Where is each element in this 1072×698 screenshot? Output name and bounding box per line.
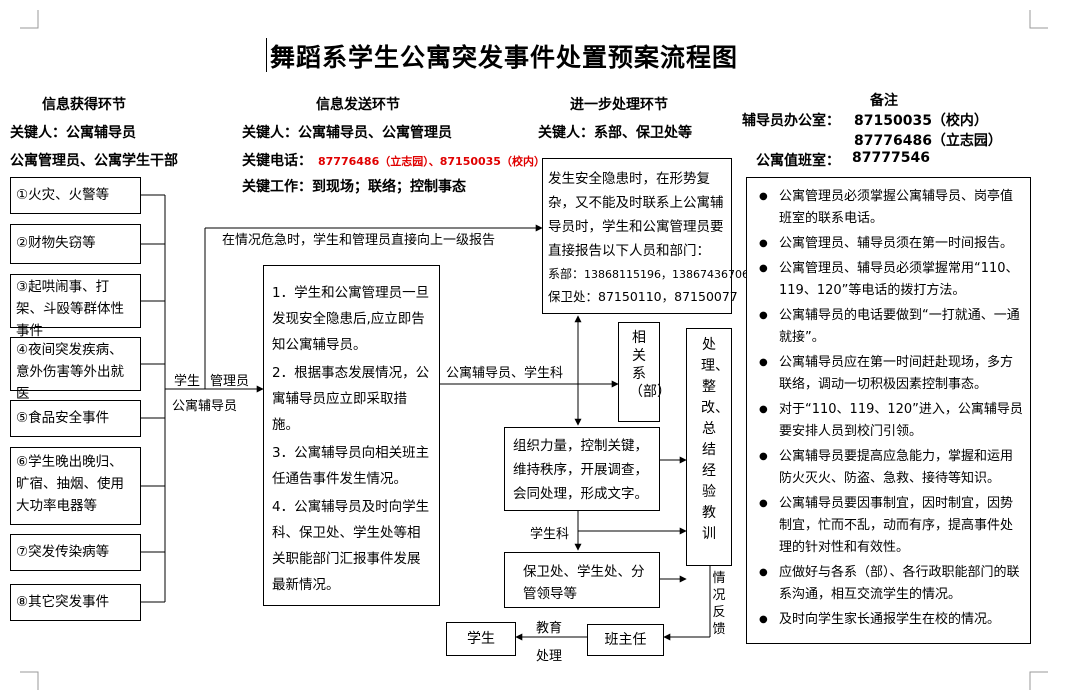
- office-phone-1: 87150035（校内）: [854, 113, 988, 129]
- flow-label-manager: 管理员: [210, 374, 250, 389]
- page-title: 舞蹈系学生公寓突发事件处置预案流程图: [270, 43, 739, 72]
- note-item: 公寓辅导员要提高应急能力，掌握和运用防火灭火、防盗、急救、接待等知识。: [753, 446, 1024, 490]
- organize-text: 组织力量，控制关键，维持秩序，开展调查，会同处理，形成文字。: [513, 438, 648, 502]
- procedure-step-1: 1．学生和公寓管理员一旦发现安全隐患后,应立即告知公寓辅导员。: [272, 285, 430, 353]
- event-box-1: ①火灾、火警等: [10, 177, 141, 214]
- note-item: 对于“110、119、120”进入，公寓辅导员要安排人员到校门引领。: [753, 399, 1024, 443]
- note-item: 公寓管理员必须掌握公寓辅导员、岗亭值班室的联系电话。: [753, 186, 1024, 230]
- event-box-2: ②财物失窃等: [10, 224, 141, 264]
- education-label: 教育: [536, 621, 563, 636]
- notes-box: 公寓管理员必须掌握公寓辅导员、岗亭值班室的联系电话。公寓管理员、辅导员须在第一时…: [746, 177, 1031, 644]
- head-teacher-text: 班主任: [604, 632, 647, 648]
- note-item: 公寓辅导员应在第一时间赶赴现场，多方联络，调动一切积极因素控制事态。: [753, 352, 1024, 396]
- col1-key-person-line2: 公寓管理员、公寓学生干部: [10, 153, 178, 169]
- treatment-label: 处理: [536, 649, 563, 664]
- col2-header: 信息发送环节: [316, 97, 400, 113]
- col2-key-phone-label: 关键电话：: [242, 153, 312, 169]
- student-section-label: 学生科: [530, 527, 570, 542]
- report-box: 发生安全隐患时，在形势复杂，又不能及时联系上公寓辅导员时，学生和公寓管理员要直接…: [542, 158, 749, 314]
- procedure-step-3: 3．公寓辅导员向相关班主任通告事件发生情况。: [272, 445, 430, 487]
- col4-header: 备注: [870, 93, 898, 109]
- event-box-4: ④夜间突发疾病、意外伤害等外出就医: [10, 337, 141, 402]
- security-phones: 87150110，87150077: [598, 289, 738, 304]
- crop-mark-top-right: [1029, 10, 1048, 29]
- event-box-6: ⑥学生晚出晚归、旷宿、抽烟、使用大功率电器等: [10, 447, 141, 525]
- related-dept-text: 相关系（部）: [629, 330, 671, 400]
- related-dept-box: 相关系（部）: [618, 322, 671, 422]
- col2-key-work: 关键工作：到现场；联络；控制事态: [242, 179, 466, 195]
- head-teacher-box: 班主任: [587, 624, 664, 656]
- note-item: 公寓管理员、辅导员须在第一时间报告。: [753, 233, 1024, 255]
- handle-text: 处理、整改、总结经验教训: [701, 337, 729, 542]
- office-phone-2: 87776486（立志园）: [854, 133, 1002, 149]
- event-box-8: ⑧其它突发事件: [10, 584, 141, 621]
- crop-mark-bottom-left: [20, 671, 39, 690]
- dept-label: 系部：: [548, 267, 585, 281]
- organize-box: 组织力量，控制关键，维持秩序，开展调查，会同处理，形成文字。: [504, 427, 660, 511]
- col1-header: 信息获得环节: [42, 97, 126, 113]
- duty-label: 公寓值班室：: [756, 153, 840, 169]
- note-item: 公寓辅导员的电话要做到“一打就通、一通就接”。: [753, 305, 1024, 349]
- note-item: 公寓管理员、辅导员必须掌握常用“110、119、120”等电话的拨打方法。: [753, 258, 1024, 302]
- note-item: 公寓辅导员要因事制宜，因时制宜，因势制宜，忙而不乱，动而有序，提高事件处理的针对…: [753, 493, 1024, 559]
- urgent-note: 在情况危急时，学生和管理员直接向上一级报告: [222, 233, 496, 248]
- office-label: 辅导员办公室：: [742, 113, 840, 129]
- feedback-label: 情况反馈: [712, 571, 726, 637]
- flow-label-counselor: 公寓辅导员: [172, 399, 238, 414]
- security-label: 保卫处：: [548, 289, 599, 304]
- note-item: 应做好与各系（部）、各行政职能部门的联系沟通，相互交流学生的情况。: [753, 562, 1024, 606]
- procedure-box: 1．学生和公寓管理员一旦发现安全隐患后,应立即告知公寓辅导员。 2．根据事态发展…: [263, 265, 440, 606]
- handle-box: 处理、整改、总结经验教训: [686, 328, 732, 566]
- procedure-step-2: 2．根据事态发展情况，公寓辅导员应立即采取措施。: [272, 365, 430, 433]
- student-text: 学生: [467, 631, 495, 647]
- crop-mark-bottom-right: [1029, 671, 1048, 690]
- report-text: 发生安全隐患时，在形势复杂，又不能及时联系上公寓辅导员时，学生和公寓管理员要直接…: [548, 171, 724, 259]
- col2-key-phone-value: 87776486（立志园）、87150035（校内）: [318, 155, 545, 168]
- event-box-7: ⑦突发传染病等: [10, 534, 141, 571]
- col3-header: 进一步处理环节: [570, 97, 668, 113]
- event-box-5: ⑤食品安全事件: [10, 400, 141, 437]
- flow-label-student: 学生: [174, 374, 201, 389]
- col1-key-person: 关键人：公寓辅导员: [10, 125, 136, 141]
- crop-mark-top-left: [20, 10, 39, 29]
- procedure-step-4: 4．公寓辅导员及时向学生科、保卫处、学生处等相关职能部门汇报事件发展最新情况。: [272, 499, 430, 593]
- event-box-3: ③起哄闹事、打架、斗殴等群体性事件: [10, 274, 141, 339]
- student-box: 学生: [446, 622, 516, 656]
- leaders-box: 保卫处、学生处、分管领导等: [504, 552, 660, 608]
- duty-phone: 87777546: [852, 150, 930, 166]
- notes-list: 公寓管理员必须掌握公寓辅导员、岗亭值班室的联系电话。公寓管理员、辅导员须在第一时…: [753, 186, 1024, 631]
- right-arrow-label: 公寓辅导员、学生科: [446, 366, 564, 381]
- dept-phones: 13868115196，13867436706: [584, 268, 749, 281]
- note-item: 及时向学生家长通报学生在校的情况。: [753, 609, 1024, 631]
- col2-key-person: 关键人：公寓辅导员、公寓管理员: [242, 125, 452, 141]
- leaders-text: 保卫处、学生处、分管领导等: [523, 564, 645, 602]
- title-cursor: [266, 38, 267, 72]
- col3-key-person: 关键人：系部、保卫处等: [538, 125, 692, 141]
